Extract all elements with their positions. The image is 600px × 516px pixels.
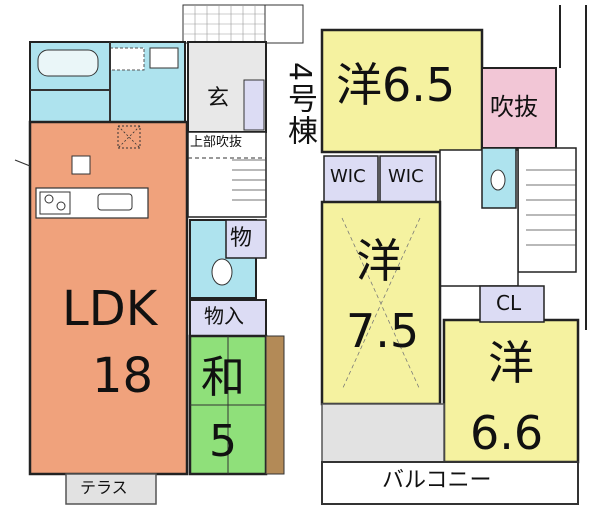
storage-in-room <box>189 299 267 337</box>
terrace <box>65 473 157 505</box>
tokonoma <box>265 335 285 475</box>
first-floor <box>14 4 304 505</box>
building-label: 4号棟 <box>282 62 317 148</box>
bathtub <box>37 49 99 77</box>
washitsu-label: 和 <box>201 352 245 403</box>
sink <box>97 193 133 211</box>
western-room-75 <box>320 200 442 406</box>
balcony-label: バルコニー <box>382 468 492 493</box>
stairs-2f <box>517 147 577 273</box>
toilet-bowl <box>211 258 233 286</box>
second-floor <box>320 5 587 505</box>
stairs-area <box>187 131 267 218</box>
wic-2-label: WIC <box>388 166 424 187</box>
ldk-label: LDK <box>62 281 158 337</box>
wic-1-label: WIC <box>330 166 366 187</box>
western-66-size: 6.6 <box>470 406 544 460</box>
upper-void-label: 上部吹抜 <box>190 135 243 150</box>
terrace-label: テラス <box>80 478 128 497</box>
shower-area <box>109 47 145 71</box>
western-65-label: 洋6.5 <box>336 58 456 112</box>
storage-label: 物 <box>230 226 253 251</box>
cl-label: CL <box>496 291 522 315</box>
entrance-label: 玄 <box>207 86 230 111</box>
western-75-label: 洋 <box>356 234 402 288</box>
western-75-size: 7.5 <box>346 304 420 358</box>
void-label: 吹抜 <box>490 93 538 121</box>
stove <box>39 191 71 215</box>
storage-room <box>225 219 267 259</box>
wic-1 <box>323 155 379 203</box>
entrance-porch <box>264 4 304 44</box>
western-room-66 <box>442 318 580 464</box>
western-room-65 <box>320 28 484 154</box>
balcony-rail <box>321 461 579 505</box>
washbasin <box>149 47 179 69</box>
ldk-room <box>28 120 189 476</box>
shoe-closet <box>243 79 265 131</box>
cl-closet <box>479 285 545 323</box>
balcony <box>321 403 445 465</box>
storage-in-label: 物入 <box>204 304 244 328</box>
western-66-label: 洋 <box>488 336 534 390</box>
ldk-size: 18 <box>92 348 154 404</box>
washitsu-size: 5 <box>209 416 237 467</box>
